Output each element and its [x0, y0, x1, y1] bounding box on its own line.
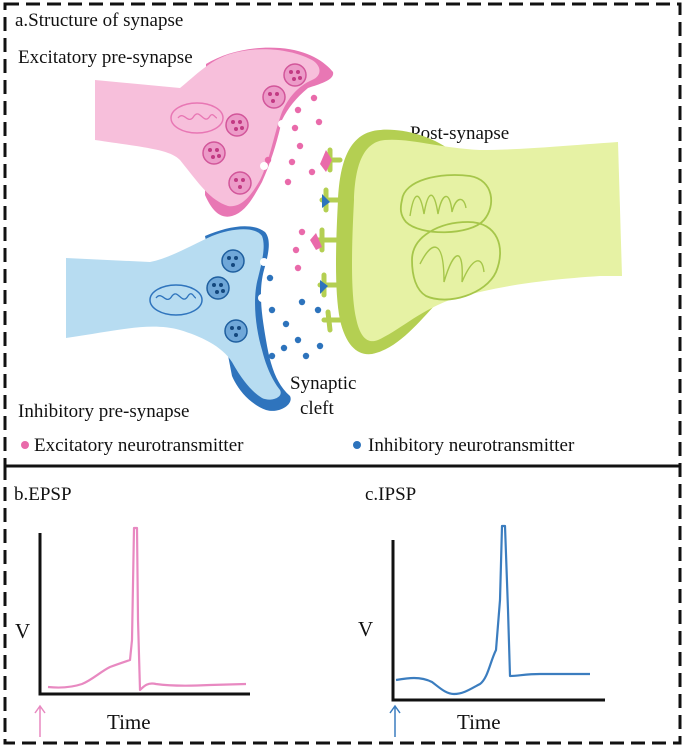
inhibitory-pre-synapse-label: Inhibitory pre-synapse — [18, 401, 189, 422]
ipsp-trace — [395, 524, 590, 696]
excitatory-neurotransmitters — [264, 94, 323, 272]
synaptic-cleft-label: Synaptic — [290, 373, 357, 394]
epsp-trace — [47, 526, 247, 692]
excitatory-vesicle-cluster — [202, 63, 307, 195]
synaptic-cleft-label-2: cleft — [300, 398, 334, 419]
excitatory-legend-dot — [21, 441, 29, 449]
inhibitory-vesicle-contents — [212, 256, 241, 337]
panel-a-title: a.Structure of synapse — [15, 10, 183, 31]
ipsp-ylabel: V — [358, 617, 373, 641]
epsp-xlabel: Time — [107, 710, 151, 734]
epsp-ylabel: V — [15, 619, 30, 643]
inhibitory-neurotransmitters — [266, 274, 324, 360]
inhibitory-receptor-1 — [322, 194, 330, 208]
post-synaptic-spines — [315, 147, 343, 333]
post-mitochondrion-upper — [399, 174, 492, 234]
excitatory-pre-synapse — [95, 47, 334, 217]
panel-b-title: b.EPSP — [14, 484, 72, 505]
inhibitory-pre-synapse — [66, 226, 291, 411]
inhibitory-mitochondrion — [149, 284, 203, 316]
epsp-stimulus-arrow — [34, 704, 46, 737]
ipsp-axes — [391, 540, 605, 702]
excitatory-vesicle-contents — [208, 70, 302, 189]
excitatory-pre-synapse-label: Excitatory pre-synapse — [18, 47, 193, 68]
post-mitochondrion-lower — [411, 221, 501, 301]
excitatory-mitochondrion — [170, 102, 224, 134]
ipsp-stimulus-arrow — [389, 704, 401, 737]
inhibitory-receptor-2 — [320, 280, 328, 294]
panel-c-title: c.IPSP — [365, 484, 416, 505]
inhibitory-legend-dot — [353, 441, 361, 449]
post-synapse-body — [352, 139, 622, 342]
post-synapse — [310, 129, 622, 355]
epsp-axes — [38, 533, 250, 696]
inhibitory-vesicle-cluster — [206, 249, 248, 343]
ipsp-xlabel: Time — [457, 710, 501, 734]
excitatory-legend-label: Excitatory neurotransmitter — [34, 435, 244, 456]
panel-bc-border — [3, 464, 682, 745]
excitatory-receptor-1 — [320, 150, 332, 172]
post-synapse-label: Post-synapse — [410, 123, 509, 144]
inhibitory-legend-label: Inhibitory neurotransmitter — [368, 435, 575, 456]
excitatory-receptor-2 — [310, 233, 322, 250]
